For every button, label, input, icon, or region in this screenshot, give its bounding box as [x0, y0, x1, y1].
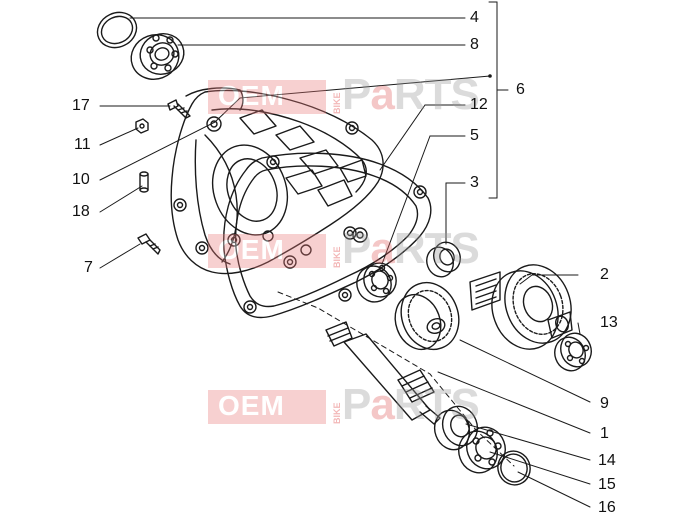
- callout-17[interactable]: 17: [72, 97, 90, 114]
- part-2-driven-shaft-gear: [469, 264, 573, 350]
- callout-15[interactable]: 15: [598, 476, 616, 493]
- callout-12[interactable]: 12: [470, 96, 488, 113]
- part-4-snap-ring: [96, 11, 138, 49]
- assembly-axis-line: [277, 291, 515, 467]
- callout-13[interactable]: 13: [600, 314, 618, 331]
- part-17-bolt: [167, 99, 191, 119]
- callout-3[interactable]: 3: [470, 174, 479, 191]
- part-5-bearing: [356, 262, 397, 303]
- callout-10[interactable]: 10: [72, 171, 90, 188]
- callout-11[interactable]: 11: [74, 136, 91, 153]
- part-1-drive-shaft: [325, 321, 441, 425]
- part-11-nut: [135, 118, 149, 134]
- part-7-screw: [137, 233, 161, 255]
- callout-5[interactable]: 5: [470, 127, 479, 144]
- part-8-bearing: [130, 33, 185, 80]
- part-12-gasket: [222, 152, 432, 319]
- callout-18[interactable]: 18: [72, 203, 90, 220]
- callout-6[interactable]: 6: [516, 81, 525, 98]
- callout-7[interactable]: 7: [84, 259, 93, 276]
- part-13-bearing: [554, 332, 592, 372]
- leader-lines: [99, 1, 591, 508]
- part-3-oil-seal: [426, 241, 461, 278]
- callout-14[interactable]: 14: [598, 452, 616, 469]
- part-18-dowel-pin: [139, 171, 149, 193]
- part-9-intermediate-gear: [394, 281, 460, 351]
- callout-1[interactable]: 1: [600, 425, 609, 442]
- callout-2[interactable]: 2: [600, 266, 609, 283]
- callout-9[interactable]: 9: [600, 395, 609, 412]
- callout-16[interactable]: 16: [598, 499, 616, 516]
- part-16-snap-ring: [497, 450, 531, 486]
- part-10-gear-housing: [170, 87, 384, 275]
- callout-4[interactable]: 4: [470, 9, 479, 26]
- part-15-bearing: [458, 426, 506, 474]
- callout-8[interactable]: 8: [470, 36, 479, 53]
